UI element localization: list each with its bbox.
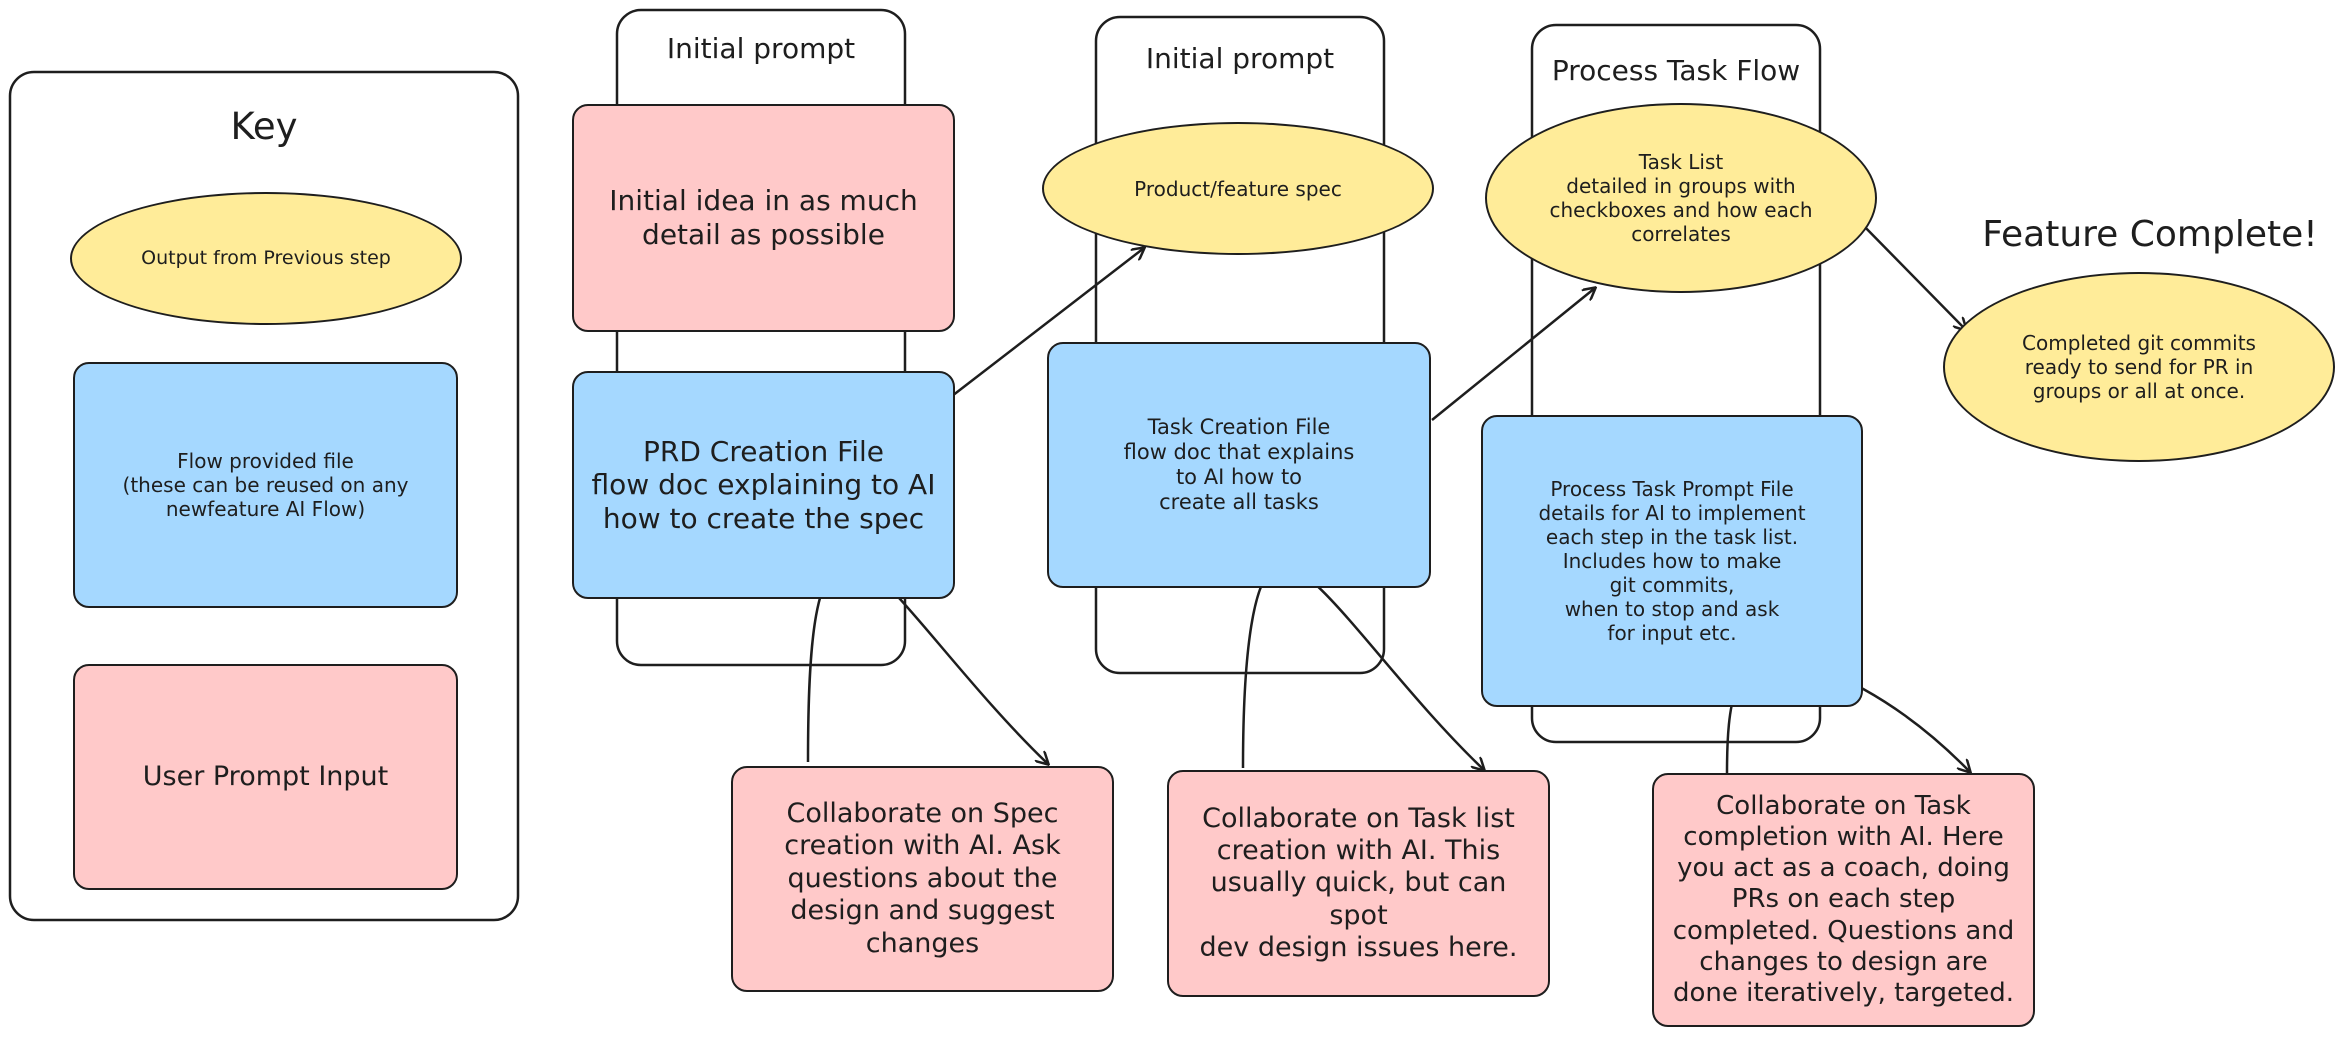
- arrow-tasklist-to-complete: [1857, 219, 1966, 330]
- column3-header: Process Task Flow: [1551, 54, 1801, 87]
- column2-header: Initial prompt: [1145, 42, 1335, 75]
- collab-spec-text: Collaborate on Spec creation with AI. As…: [784, 798, 1061, 959]
- initial-idea-text: Initial idea in as much detail as possib…: [609, 184, 918, 251]
- task-creation-file-node: Task Creation File flow doc that explain…: [1047, 342, 1431, 588]
- task-list-output-text: Task List detailed in groups with checkb…: [1549, 150, 1813, 246]
- prd-creation-file-node: PRD Creation File flow doc explaining to…: [572, 371, 955, 599]
- key-user-prompt-label: User Prompt Input: [142, 760, 389, 792]
- loop-tasklist-collab: [1241, 563, 1484, 770]
- arrow-prd-to-spec: [951, 248, 1144, 397]
- key-flow-file-label: Flow provided file (these can be reused …: [122, 449, 409, 521]
- product-spec-output-text: Product/feature spec: [1134, 176, 1342, 201]
- column3-container: [1530, 23, 1822, 744]
- column1-container: [615, 8, 907, 667]
- collab-completion-text: Collaborate on Task completion with AI. …: [1672, 790, 2015, 1008]
- task-creation-file-text: Task Creation File flow doc that explain…: [1123, 414, 1355, 515]
- collab-completion-node: Collaborate on Task completion with AI. …: [1652, 773, 2035, 1027]
- key-user-prompt-node: User Prompt Input: [73, 664, 458, 890]
- feature-complete-title: Feature Complete!: [1982, 214, 2318, 255]
- collab-tasklist-node: Collaborate on Task list creation with A…: [1167, 770, 1550, 997]
- prd-creation-file-text: PRD Creation File flow doc explaining to…: [591, 434, 936, 535]
- key-output-node: Output from Previous step: [70, 192, 462, 325]
- completed-commits-text: Completed git commits ready to send for …: [2022, 331, 2256, 403]
- completed-commits-node: Completed git commits ready to send for …: [1943, 272, 2335, 462]
- key-flow-file-node: Flow provided file (these can be reused …: [73, 362, 458, 608]
- key-container: [8, 70, 520, 922]
- column1-header: Initial prompt: [666, 32, 856, 65]
- arrow-taskfile-to-tasklist: [1431, 288, 1595, 421]
- process-task-file-text: Process Task Prompt File details for AI …: [1538, 477, 1806, 645]
- key-output-label: Output from Previous step: [141, 247, 391, 270]
- product-spec-output-node: Product/feature spec: [1042, 122, 1434, 255]
- process-task-file-node: Process Task Prompt File details for AI …: [1481, 415, 1863, 707]
- key-title: Key: [230, 105, 298, 148]
- task-list-output-node: Task List detailed in groups with checkb…: [1485, 103, 1877, 293]
- initial-idea-node: Initial idea in as much detail as possib…: [572, 104, 955, 332]
- collab-spec-node: Collaborate on Spec creation with AI. As…: [731, 766, 1114, 992]
- collab-tasklist-text: Collaborate on Task list creation with A…: [1199, 802, 1518, 964]
